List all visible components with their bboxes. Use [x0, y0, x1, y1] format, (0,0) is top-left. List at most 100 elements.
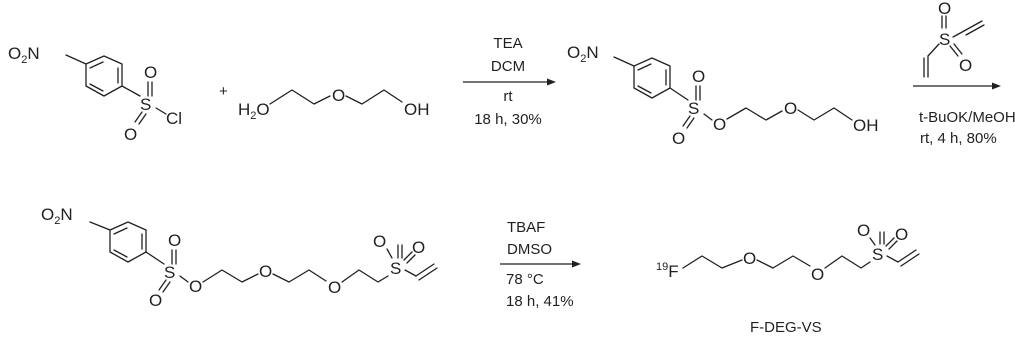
sulfur-atom: S [164, 263, 175, 282]
step3-time-yield: 18 h, 41% [506, 293, 574, 310]
carbon-chain [269, 89, 331, 105]
ether-oxygen: O [259, 262, 272, 281]
double-bond [406, 254, 416, 264]
reaction-arrow-step3 [500, 260, 581, 268]
step3-reagent-2: DMSO [507, 241, 552, 258]
carbon-chain [726, 107, 783, 121]
oxygen-atom: O [672, 129, 685, 148]
oxygen-atom: O [168, 231, 181, 250]
vinyl-double-bond [897, 249, 917, 263]
bond [386, 248, 393, 259]
bond [613, 56, 635, 67]
oxygen-atom: O [857, 221, 870, 240]
carbon-chain [341, 269, 389, 283]
double-bond [888, 240, 898, 250]
hydroxyl-group: H2O [238, 100, 270, 122]
double-bond [637, 63, 652, 71]
vinyl-double-bond [900, 253, 920, 267]
bond [145, 251, 165, 265]
oxygen-atom: O [124, 125, 137, 144]
ether-oxygen: O [743, 249, 756, 268]
bond [669, 87, 689, 101]
oxygen-atom: O [895, 225, 908, 244]
bond [927, 43, 940, 57]
carbon-chain [756, 255, 811, 269]
carbon-chain [345, 89, 403, 105]
nitro-group: O2N [567, 43, 599, 65]
bond [65, 54, 87, 65]
benzene-ring [109, 221, 147, 263]
hydroxyl-group: OH [853, 116, 879, 135]
carbon-chain [202, 269, 259, 283]
bond [121, 85, 141, 97]
double-bond [158, 279, 167, 291]
product-caption: F-DEG-VS [750, 319, 822, 336]
double-bond [953, 43, 963, 55]
hydroxyl-group: OH [404, 100, 430, 119]
bond [155, 107, 167, 115]
compound-nosyl-deg-alcohol: O2N S O O O O OH [567, 43, 879, 148]
double-bond [138, 113, 147, 125]
benzene-ring [633, 57, 671, 99]
vinyl-double-bond [415, 263, 435, 277]
sulfur-atom: S [140, 95, 151, 114]
vinyl-double-bond [418, 267, 438, 281]
ester-oxygen: O [713, 115, 726, 134]
double-bond [134, 111, 143, 123]
reaction-arrow-step1 [463, 78, 556, 86]
double-bond [949, 45, 959, 57]
chlorine-atom: Cl [166, 109, 182, 128]
bond [886, 255, 899, 263]
sulfur-atom: S [939, 30, 950, 49]
carbon-chain [824, 255, 871, 269]
carbon-chain [682, 255, 743, 269]
double-bond [885, 237, 895, 247]
reagent-divinyl-sulfone: O S O [923, 0, 985, 78]
nitro-group: O2N [8, 44, 40, 66]
ether-oxygen: O [328, 278, 341, 297]
double-bond [682, 115, 691, 127]
ether-oxygen: O [332, 86, 345, 105]
double-bond [113, 249, 128, 258]
ester-oxygen: O [189, 277, 202, 296]
double-bond [113, 227, 128, 235]
oxygen-atom: O [938, 0, 951, 18]
carbon-chain [272, 269, 327, 283]
vinyl-double-bond [963, 20, 983, 32]
reaction-arrow-step2 [913, 82, 1001, 90]
ether-oxygen: O [784, 99, 797, 118]
double-bond [637, 85, 652, 94]
benzene-ring [85, 55, 123, 97]
oxygen-atom: O [144, 63, 157, 82]
double-bond [89, 61, 104, 69]
double-bond [162, 281, 171, 293]
sulfur-atom: S [872, 245, 883, 264]
step1-reagent-2: DCM [491, 58, 525, 75]
bond [703, 113, 713, 121]
compound-diethylene-glycol: H2O O OH [238, 86, 430, 122]
compound-nosyl-chloride: O2N S O O Cl [8, 44, 182, 144]
double-bond [89, 83, 104, 92]
arrow-head [572, 260, 581, 268]
oxygen-atom: O [373, 232, 386, 251]
fluorine-atom: 19F [656, 261, 679, 281]
step1-time-yield: 18 h, 30% [474, 111, 542, 128]
oxygen-atom: O [412, 238, 425, 257]
step2-time-yield: rt, 4 h, 80% [920, 130, 997, 147]
ether-oxygen: O [811, 265, 824, 284]
nitro-group: O2N [41, 205, 73, 227]
oxygen-atom: O [692, 67, 705, 86]
step3-reagent-1: TBAF [507, 219, 545, 236]
bond [89, 221, 111, 231]
double-bond [403, 251, 413, 261]
sulfur-atom: S [688, 99, 699, 118]
bond [952, 30, 965, 38]
step1-reagent-1: TEA [493, 35, 522, 52]
compound-nosyl-peg-vinyl-sulfone: O2N S O O O O O S O O [41, 205, 438, 310]
step3-temperature: 78 °C [506, 271, 544, 288]
step1-temperature: rt [503, 88, 513, 105]
plus-sign: + [219, 83, 228, 100]
double-bond [686, 117, 695, 129]
arrow-head [992, 82, 1001, 90]
